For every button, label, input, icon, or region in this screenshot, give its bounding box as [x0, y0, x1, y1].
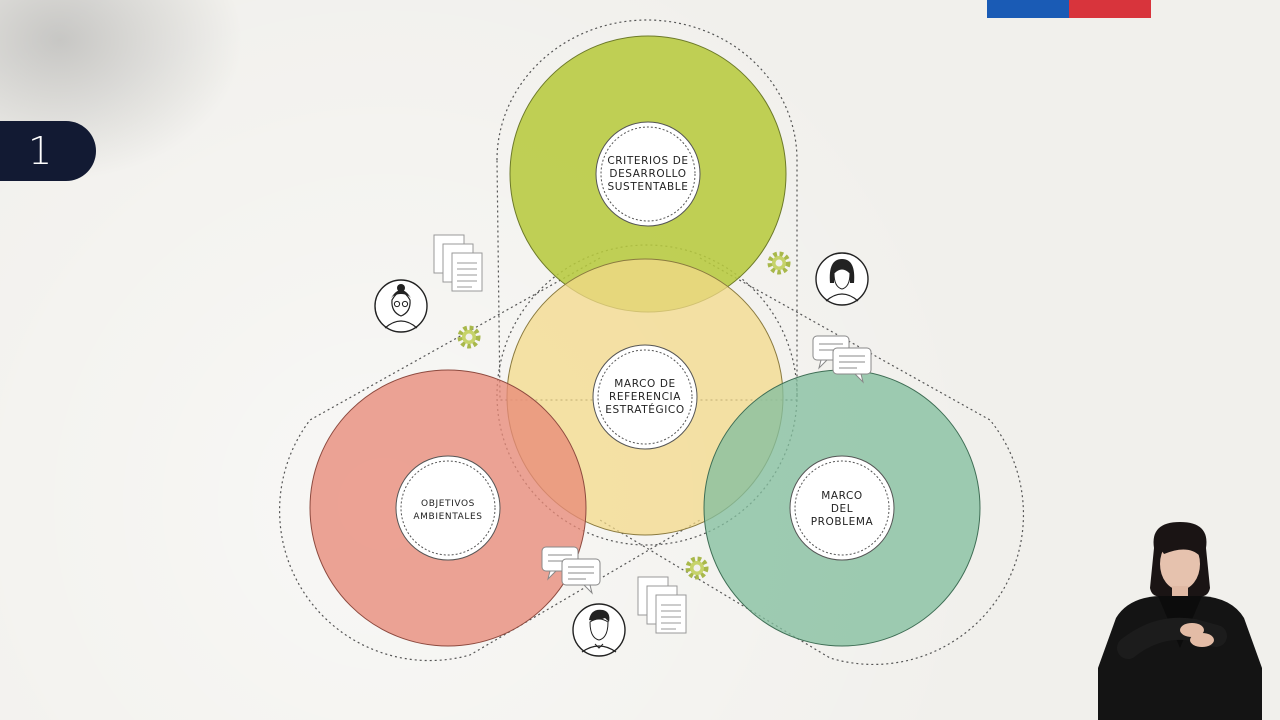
step-number: 1: [28, 129, 53, 173]
right-label-line-2: DEL: [831, 503, 853, 515]
top-label-line-2: DESARROLLO: [609, 168, 686, 180]
center-label-line-1: MARCO DE: [614, 378, 675, 390]
left-label-line-2: AMBIENTALES: [413, 512, 482, 522]
gear-icon: [460, 328, 478, 346]
right-label-line-1: MARCO: [821, 490, 863, 502]
document-stack-icon: [433, 234, 483, 292]
center-label-line-2: REFERENCIA: [609, 391, 681, 403]
step-number-badge: 1: [0, 121, 96, 181]
right-label-line-3: PROBLEMA: [811, 516, 874, 528]
flag-blue-band: [987, 0, 1069, 18]
center-label-line-3: ESTRATÉGICO: [605, 403, 684, 416]
label-circle-left: OBJETIVOS AMBIENTALES: [395, 455, 501, 561]
woman-avatar-icon: [374, 279, 428, 333]
chile-flag-stripe: [987, 0, 1151, 18]
sign-language-interpreter: [1098, 522, 1262, 720]
woman-avatar-icon: [815, 252, 869, 306]
gear-icon: [770, 254, 788, 272]
top-label-line-1: CRITERIOS DE: [607, 155, 688, 167]
document-stack-icon: [637, 576, 687, 634]
label-circle-right: MARCO DEL PROBLEMA: [789, 455, 895, 561]
flag-red-band: [1069, 0, 1151, 18]
top-label-line-3: SUSTENTABLE: [608, 181, 689, 193]
man-avatar-icon: [572, 603, 626, 657]
gear-icon: [688, 559, 706, 577]
left-label-line-1: OBJETIVOS: [421, 499, 475, 509]
label-circle-top: CRITERIOS DE DESARROLLO SUSTENTABLE: [595, 121, 701, 227]
label-circle-center: MARCO DE REFERENCIA ESTRATÉGICO: [592, 344, 698, 450]
